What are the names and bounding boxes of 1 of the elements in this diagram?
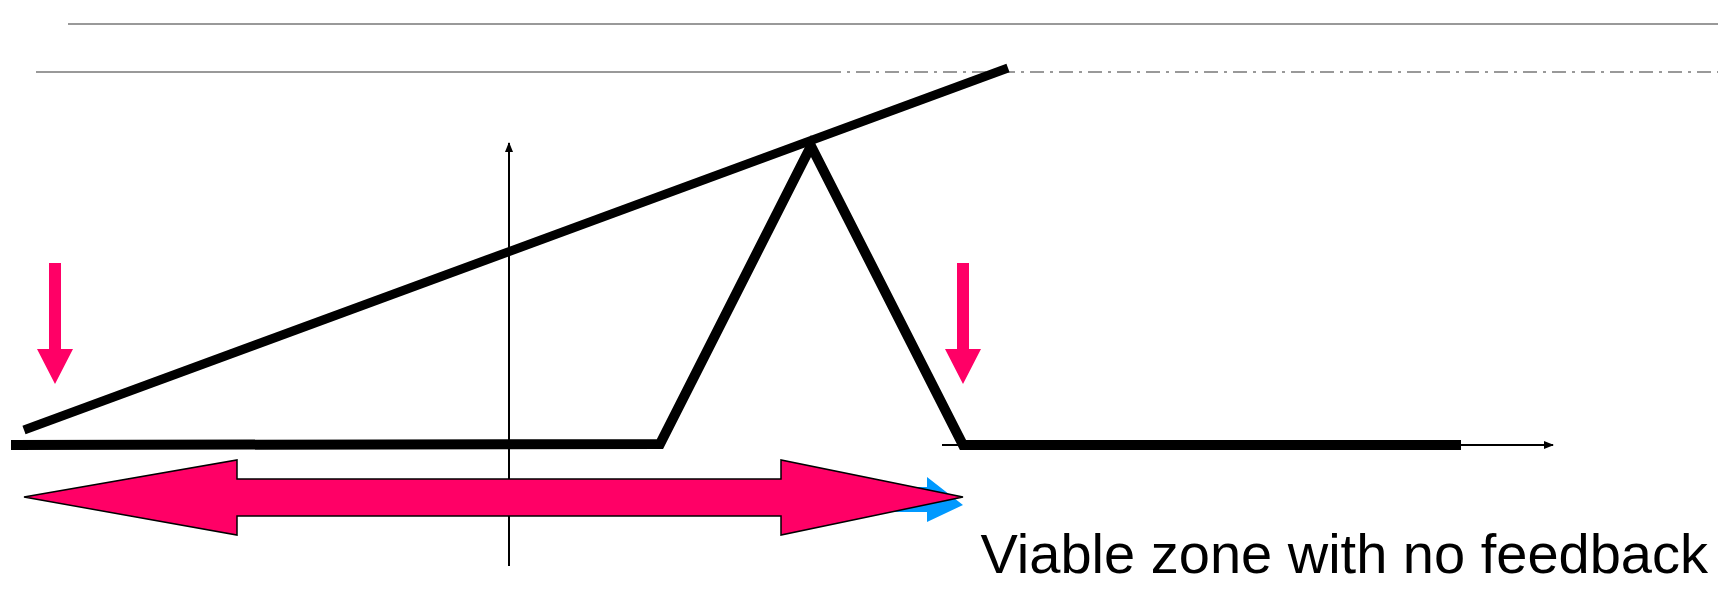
zone-caption: Viable zone with no feedback [980, 526, 1708, 582]
